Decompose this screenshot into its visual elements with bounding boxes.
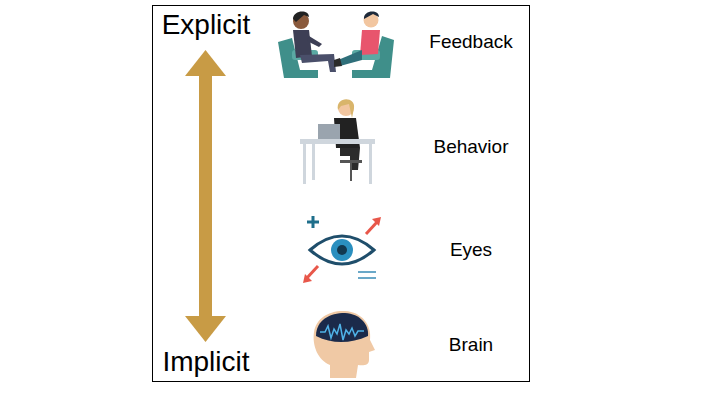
arrow-head [185, 316, 226, 342]
level-label: Eyes [450, 239, 492, 261]
chair [340, 160, 362, 163]
laptop [318, 124, 340, 139]
head [314, 311, 375, 378]
pupil [337, 245, 347, 255]
desk-leg [303, 144, 306, 184]
plus-sign [307, 216, 319, 228]
conversation-icon [278, 12, 394, 78]
hair [338, 99, 354, 118]
arrow-head [185, 50, 226, 76]
arrow-head [372, 217, 381, 226]
hair [364, 12, 379, 19]
legs [300, 54, 336, 72]
arm [307, 36, 322, 47]
frame [153, 6, 530, 382]
hair [293, 12, 309, 22]
head [364, 13, 379, 28]
axis-label: Explicit [162, 9, 251, 41]
double-arrow [185, 50, 226, 342]
eye-icon [303, 216, 381, 283]
iris [331, 239, 353, 261]
brain [316, 313, 368, 342]
brain-wave [320, 324, 364, 340]
arrow-head [303, 274, 312, 283]
lines [358, 272, 376, 278]
arrow-shaft [199, 72, 212, 320]
shoe [334, 58, 342, 67]
chair [350, 163, 352, 181]
desk-worker-icon [300, 99, 375, 184]
torso [293, 30, 312, 58]
desk-leg [369, 144, 372, 184]
desk-top [300, 139, 375, 144]
level-label: Behavior [434, 136, 509, 158]
level-label: Brain [449, 334, 493, 356]
desk-leg [312, 144, 315, 180]
torso [360, 30, 380, 55]
level-label: Feedback [429, 31, 512, 53]
legs [338, 50, 362, 66]
eye-outline [310, 236, 374, 264]
axis-label: Implicit [162, 346, 249, 378]
brain-icon [314, 311, 375, 378]
